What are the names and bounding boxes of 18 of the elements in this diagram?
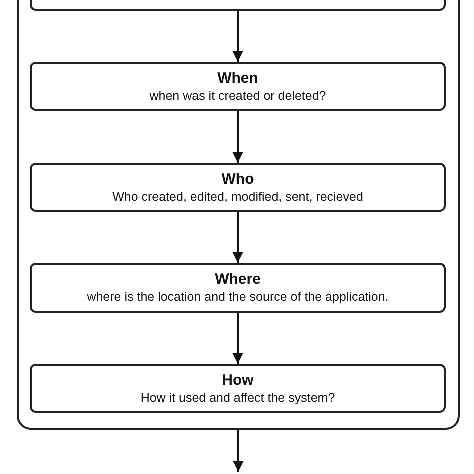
box-description: where is the location and the source of the application.: [87, 289, 389, 305]
box-description: Who created, edited, modified, sent, recieved: [112, 188, 364, 204]
process-box: [30, 263, 446, 313]
arrow: [232, 212, 244, 263]
arrow: [232, 11, 244, 62]
process-box: [30, 364, 446, 413]
arrow: [233, 430, 244, 472]
box-description: How it used and affect the system?: [140, 390, 336, 406]
arrow: [232, 313, 244, 364]
process-box: [30, 163, 446, 212]
box-heading: When: [218, 70, 258, 88]
box-description: when was it created or deleted?: [150, 88, 326, 104]
box-heading: How: [222, 372, 254, 390]
box-heading: Where: [215, 271, 261, 289]
container-box: [17, 0, 460, 430]
process-box: [30, 62, 446, 111]
box-heading: Who: [222, 170, 254, 188]
arrow: [232, 111, 244, 163]
